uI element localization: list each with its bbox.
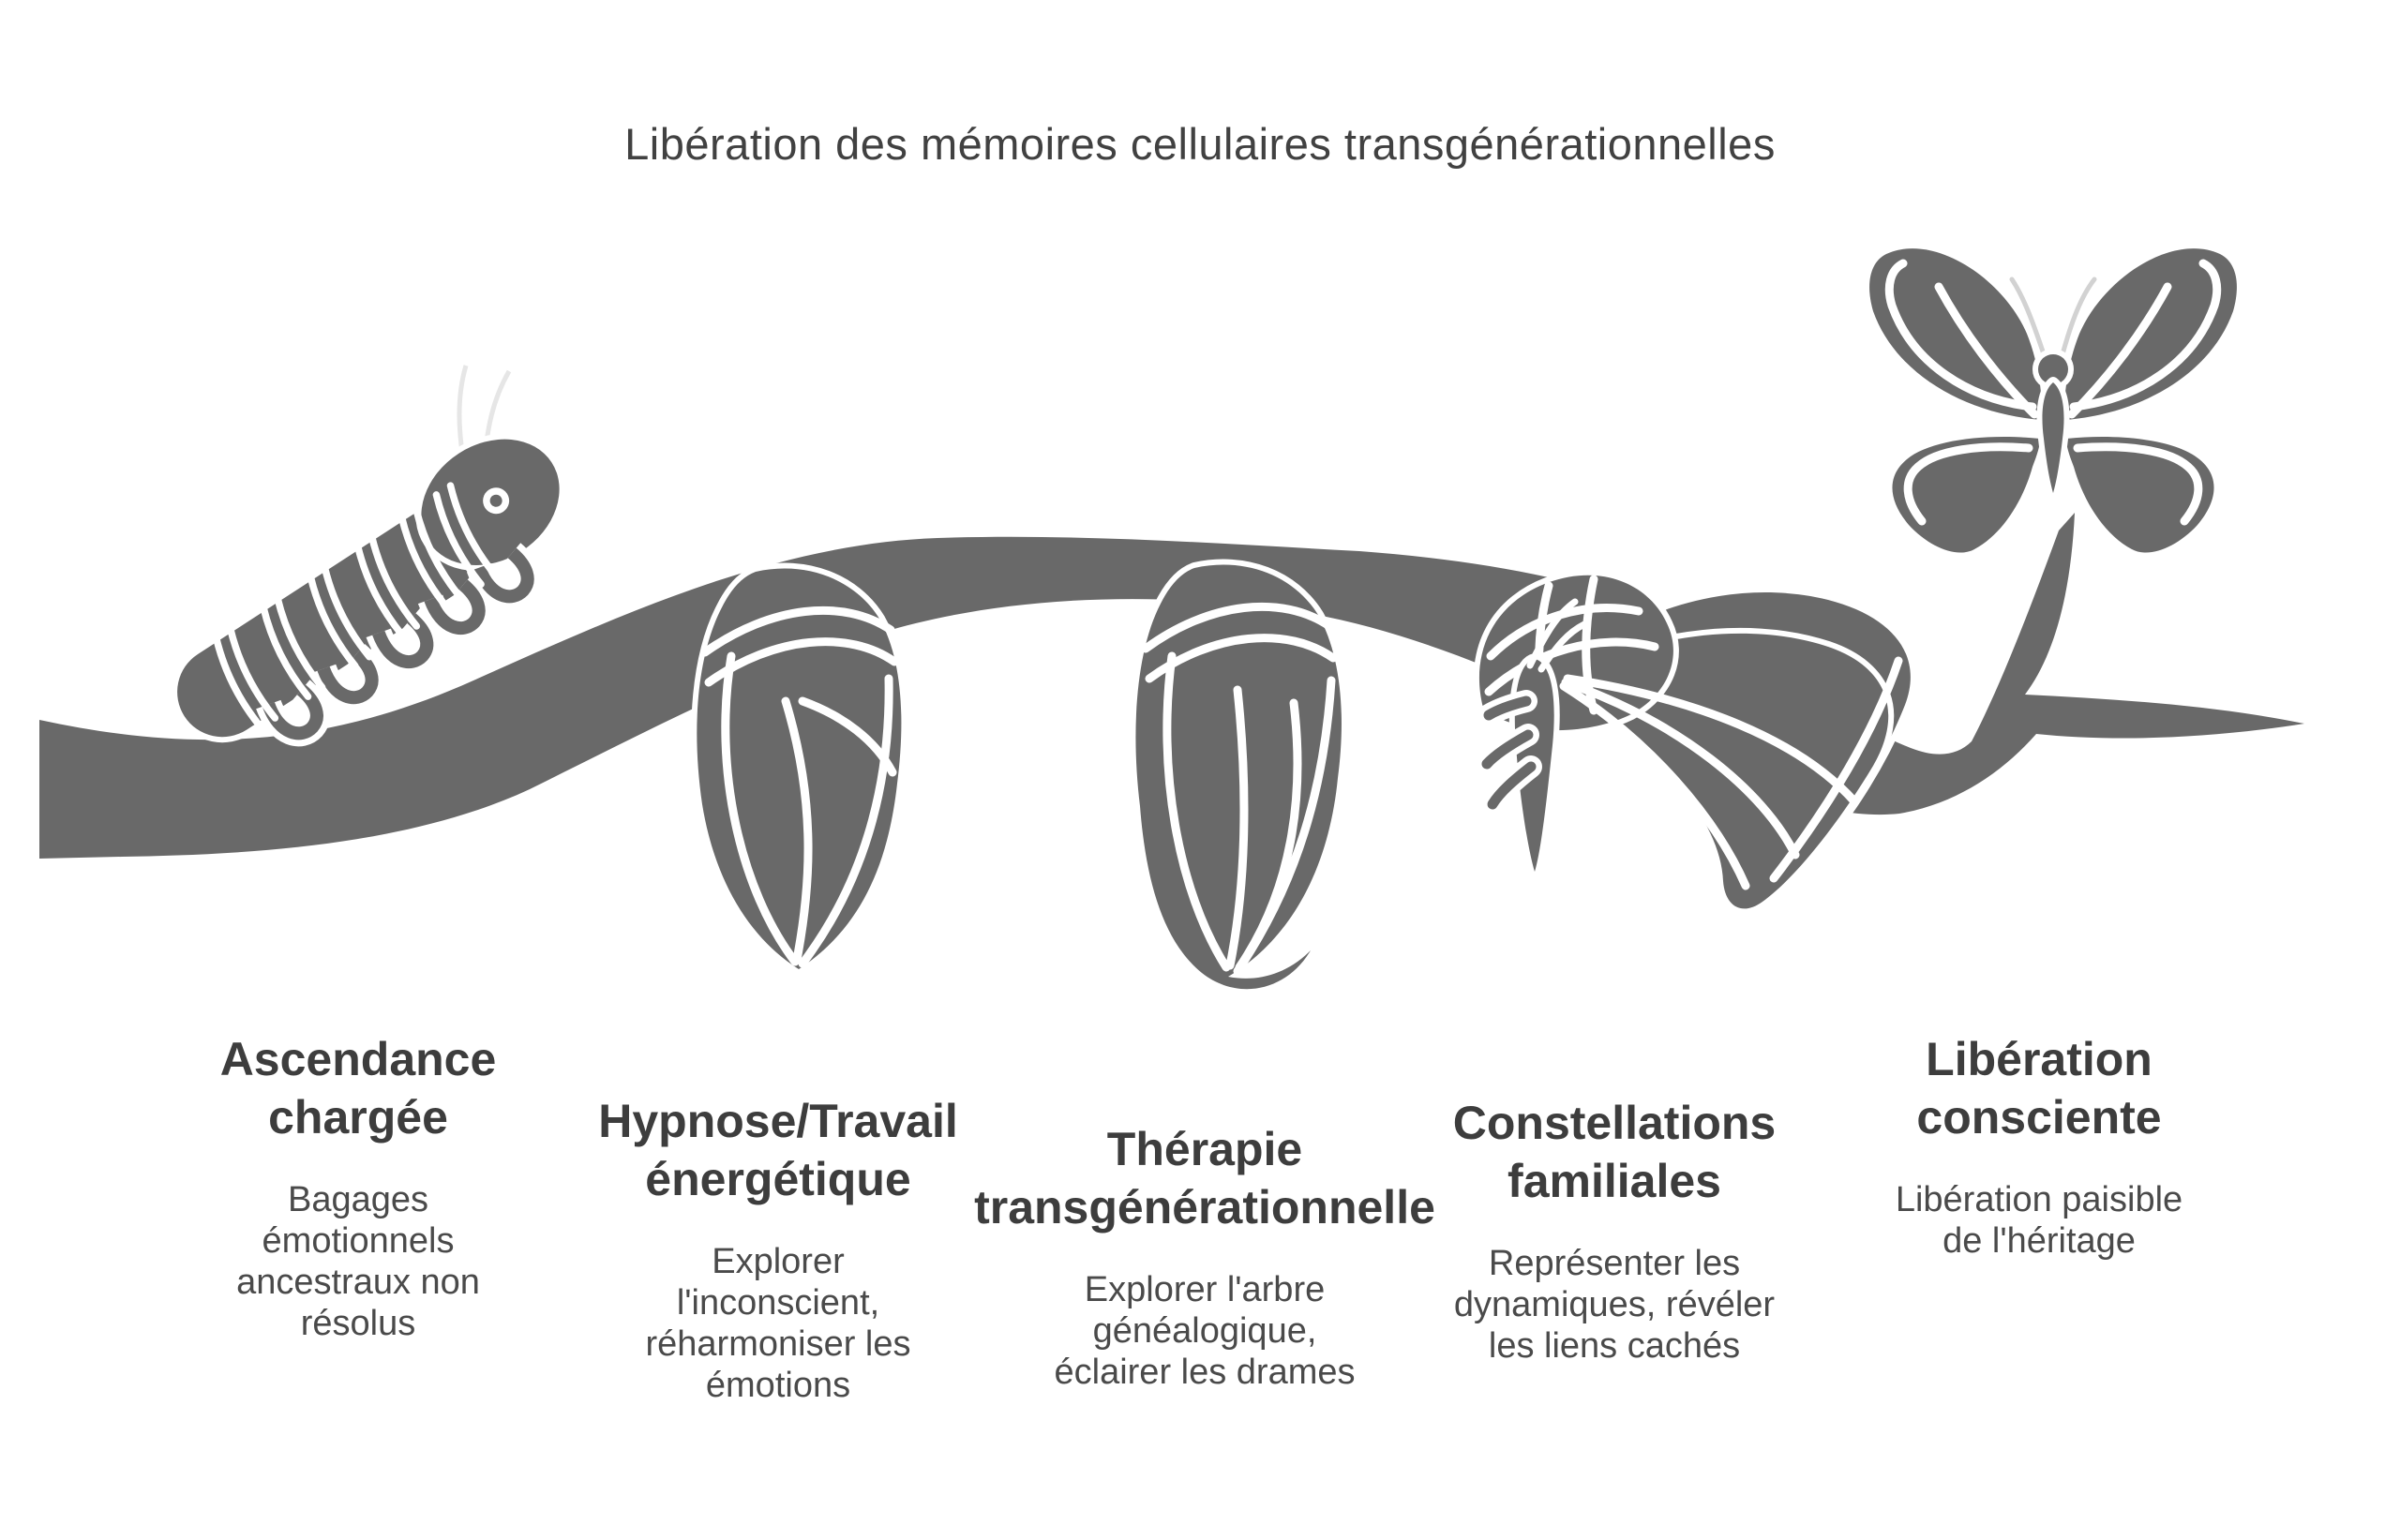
stage-desc-line: les liens cachés [1488, 1326, 1741, 1366]
chrysalis-veined-veins-icon [1141, 602, 1338, 976]
stage-description: Explorer l'arbre généalogique, éclairer … [905, 1269, 1505, 1393]
stage-desc-line: éclairer les drames [1054, 1353, 1356, 1392]
stage-desc-line: résolus [300, 1304, 416, 1343]
chrysalis-veined-icon [1130, 559, 1347, 995]
stage-title-line: Constellations [1452, 1097, 1777, 1149]
moth-wing-veins-icon [1484, 575, 1903, 890]
stage-title-line: chargée [268, 1091, 448, 1144]
stage-title-line: énergétique [645, 1153, 911, 1205]
stage-label-therapie: Thérapie transgénérationnelle Explorer l… [905, 1120, 1505, 1393]
stage-desc-line: ancestraux non [236, 1263, 480, 1302]
stage-desc-line: Libération paisible [1895, 1180, 2183, 1219]
stage-desc-line: dynamiques, révéler [1453, 1285, 1776, 1324]
stage-title-line: consciente [1916, 1091, 2162, 1144]
moth-antennae-icon [1526, 598, 1588, 673]
caterpillar-icon [172, 365, 565, 783]
page-title: Libération des mémoires cellulaires tran… [624, 119, 1776, 169]
stage-desc-line: Bagages [287, 1180, 428, 1219]
moth-legs-icon [1476, 690, 1542, 815]
figure-group [39, 243, 2304, 995]
butterfly-antennae-icon [2009, 277, 2097, 357]
butterfly-body-icon [2036, 377, 2070, 499]
stage-desc-line: émotionnels [262, 1221, 455, 1261]
butterfly-icon [1864, 243, 2242, 559]
stage-title-line: familiales [1508, 1155, 1721, 1207]
stage-label-liberation: Libération consciente Libération paisibl… [1786, 1030, 2292, 1262]
stage-title-line: Thérapie [1106, 1123, 1303, 1175]
stage-desc-line: Représenter les [1488, 1244, 1741, 1283]
stage-label-hypnose: Hypnose/Travail énergétique Explorer l'i… [525, 1092, 1031, 1406]
stage-title-line: Hypnose/Travail [598, 1095, 958, 1147]
stage-desc-line: Explorer l'arbre [1084, 1270, 1326, 1309]
stage-description: Représenter les dynamiques, révéler les … [1361, 1243, 1868, 1367]
stage-desc-line: Explorer [712, 1242, 845, 1281]
stage-desc-line: l'inconscient, [676, 1283, 880, 1323]
stage-title-line: Libération [1926, 1033, 2152, 1085]
chrysalis-veins-icon [700, 606, 899, 968]
stage-desc-line: de l'héritage [1942, 1221, 2136, 1261]
stage-description: Explorer l'inconscient, réharmoniser les… [525, 1241, 1031, 1406]
stage-desc-line: réharmoniser les [645, 1324, 911, 1364]
emerging-moth-icon [1473, 569, 1916, 915]
stage-desc-line: émotions [705, 1366, 851, 1405]
stage-label-ascendance: Ascendance chargée Bagages émotionnels a… [105, 1030, 611, 1344]
stage-description: Bagages émotionnels ancestraux non résol… [105, 1179, 611, 1344]
stage-description: Libération paisible de l'héritage [1786, 1179, 2292, 1262]
butterfly-wing-veins-icon [1884, 259, 2222, 526]
stage-title-line: transgénérationnelle [974, 1181, 1435, 1233]
stage-desc-line: généalogique, [1092, 1311, 1317, 1351]
stage-title-line: Ascendance [219, 1033, 497, 1085]
chrysalis-icon [691, 562, 908, 975]
stage-label-constellations: Constellations familiales Représenter le… [1361, 1094, 1868, 1367]
